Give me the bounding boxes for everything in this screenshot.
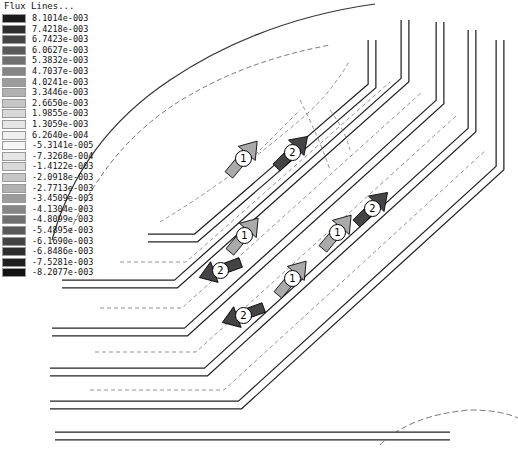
plot-title: Flux Lines...: [4, 1, 74, 11]
legend-value: -3.4509e-003: [32, 193, 93, 203]
legend-swatch: [2, 109, 26, 118]
legend-swatch: [2, 99, 26, 108]
legend-swatch: [2, 173, 26, 182]
legend-swatch: [2, 205, 26, 214]
legend-swatch: [2, 78, 26, 87]
legend-swatch: [2, 67, 26, 76]
legend-value: 2.6650e-003: [32, 98, 88, 108]
legend-value: -2.0918e-003: [32, 172, 93, 182]
legend-value: 5.3832e-003: [32, 55, 88, 65]
legend-swatch: [2, 141, 26, 150]
legend-swatch: [2, 184, 26, 193]
legend-value: -7.3268e-004: [32, 151, 93, 161]
callout-number: 2: [212, 262, 229, 279]
legend-value: 6.2640e-004: [32, 130, 88, 140]
legend-swatch: [2, 14, 26, 23]
legend-swatch: [2, 35, 26, 44]
callout-number: 2: [235, 307, 252, 324]
legend-value: 4.7037e-003: [32, 66, 88, 76]
legend-value: 1.3059e-003: [32, 119, 88, 129]
legend-swatch: [2, 46, 26, 55]
legend-value: -5.4895e-003: [32, 225, 93, 235]
legend-value: -8.2077e-003: [32, 267, 93, 277]
legend-value: 7.4218e-003: [32, 24, 88, 34]
legend-value: 6.0627e-003: [32, 45, 88, 55]
legend-value: 4.0241e-003: [32, 77, 88, 87]
legend-value: -4.1304e-003: [32, 204, 93, 214]
callout-number: 1: [236, 227, 253, 244]
legend-value: 8.1014e-003: [32, 13, 88, 23]
legend-swatch: [2, 25, 26, 34]
legend-swatch: [2, 215, 26, 224]
legend-swatch: [2, 258, 26, 267]
legend-value: -6.1690e-003: [32, 236, 93, 246]
callout-number: 1: [235, 150, 252, 167]
legend-value: 6.7423e-003: [32, 34, 88, 44]
legend-swatch: [2, 131, 26, 140]
legend-swatch: [2, 226, 26, 235]
legend-swatch: [2, 152, 26, 161]
legend-swatch: [2, 162, 26, 171]
callout-number: 1: [329, 224, 346, 241]
legend-value: 3.3446e-003: [32, 87, 88, 97]
legend-swatch: [2, 120, 26, 129]
legend-swatch: [2, 237, 26, 246]
callout-number: 1: [284, 270, 301, 287]
callout-number: 2: [364, 200, 381, 217]
legend-value: -1.4122e-003: [32, 161, 93, 171]
legend-value: -4.8099e-003: [32, 214, 93, 224]
legend-value: 1.9855e-003: [32, 108, 88, 118]
callout-number: 2: [284, 144, 301, 161]
legend-value: -5.3141e-005: [32, 140, 93, 150]
legend-swatch: [2, 88, 26, 97]
legend-swatch: [2, 194, 26, 203]
legend-swatch: [2, 247, 26, 256]
legend-value: -6.8486e-003: [32, 246, 93, 256]
legend-value: -7.5281e-003: [32, 257, 93, 267]
legend-value: -2.7713e-003: [32, 183, 93, 193]
legend-swatch: [2, 56, 26, 65]
legend-swatch: [2, 268, 26, 277]
